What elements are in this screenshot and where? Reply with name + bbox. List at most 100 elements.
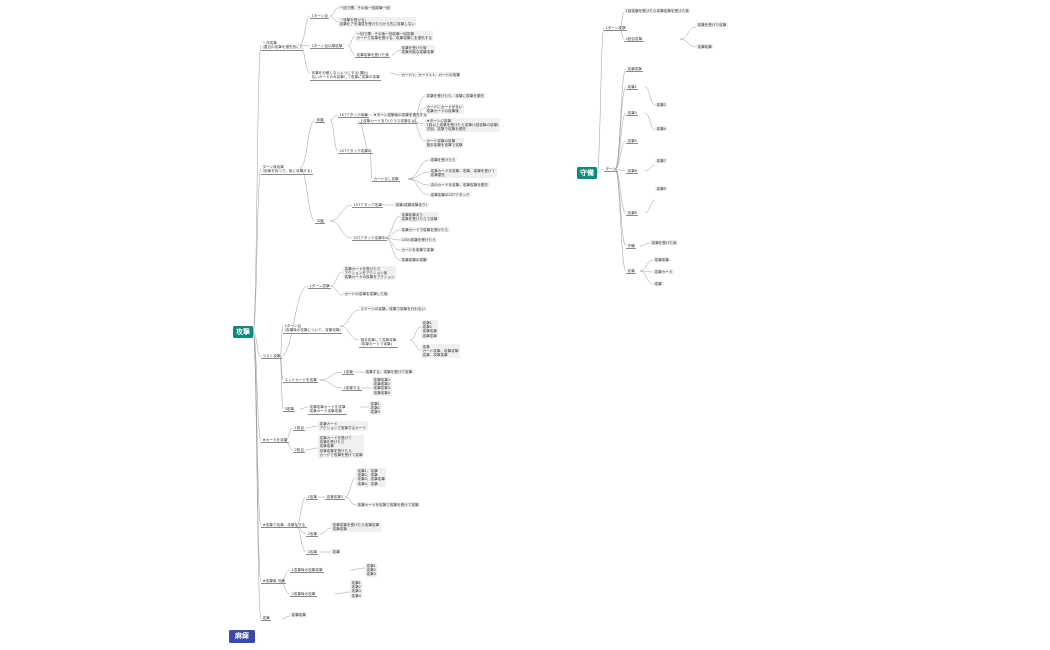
- node: 攻撃攻撃を受けた後: [355, 52, 391, 59]
- connector-line: [299, 15, 311, 46]
- node: 一次攻撃 (直近の攻撃を優先的に): [261, 40, 303, 51]
- connector-line: [279, 569, 291, 583]
- connector-line: [679, 26, 697, 40]
- node: 2枚目: [293, 447, 306, 454]
- node: 1枚目: [293, 425, 306, 432]
- connector-line: [344, 496, 357, 506]
- connector-line: [391, 49, 401, 56]
- node: ターン: [604, 166, 618, 173]
- connector-line: [639, 270, 654, 273]
- node: 一回で標、その後一回攻撃一回: [338, 5, 392, 11]
- connector-line: [619, 27, 625, 40]
- node: 3攻撃: [306, 549, 319, 556]
- connector-line: [252, 331, 262, 442]
- connector-line: [407, 171, 430, 180]
- connector-line: [279, 285, 309, 358]
- node: カードの攻撃を攻撃した後: [343, 291, 390, 297]
- node: 1回攻撃を受けたら攻撃攻撃を受けた後: [624, 8, 691, 14]
- node: 次のカードを攻撃、攻撃攻撃を優先: [429, 182, 490, 188]
- node: 攻撃カードを攻撃で攻撃を受けて攻撃: [356, 502, 421, 508]
- connector-line: [614, 86, 627, 170]
- node: ラスト攻撃: [261, 353, 282, 360]
- node: 1ターン攻撃: [604, 25, 628, 32]
- connector-line: [329, 15, 339, 23]
- node: ★攻撃後 守備: [261, 578, 287, 585]
- node: ターン後攻撃 (攻撃を持つで、後に攻撃する): [261, 164, 314, 175]
- node: 2STアタック攻撃中: [352, 235, 387, 242]
- node: 守備: [626, 243, 637, 250]
- root-defend: 守備: [577, 167, 597, 179]
- node: 攻撃攻撃1 攻撃攻撃2 攻撃攻撃3 攻撃攻撃4: [372, 377, 392, 396]
- node: 攻撃する、攻撃を受けて攻撃: [364, 369, 414, 375]
- connector-line: [384, 229, 401, 239]
- node: 2ターン目以降攻撃: [310, 43, 344, 50]
- connector-line: [295, 496, 307, 527]
- node: 攻撃5: [626, 138, 639, 145]
- node: 3攻撃: [283, 406, 296, 413]
- connector-line: [619, 11, 625, 29]
- connector-line: [614, 112, 627, 170]
- connector-line: [304, 425, 319, 429]
- node: 攻撃4: [655, 126, 668, 132]
- connector-line: [347, 45, 356, 56]
- node: エンドカードを攻撃: [283, 377, 319, 384]
- node: カードにカードがない 攻撃カードの攻撃後: [425, 104, 464, 114]
- connector-line: [329, 271, 344, 287]
- node: ★ターンに攻撃 1回以上攻撃を受けたら攻撃(1回攻撃の攻撃) 次回、攻撃で攻撃を…: [425, 118, 501, 133]
- connector-line: [409, 339, 422, 351]
- node: 攻撃カードを攻撃、攻撃、攻撃を受けて 攻撃優先: [429, 168, 497, 178]
- node: 攻撃カード: [653, 269, 674, 275]
- connector-line: [284, 440, 294, 451]
- node: 攻撃1: [626, 84, 639, 91]
- node: 攻撃を受けた攻撃: [696, 22, 728, 28]
- node: 1ターン攻撃: [308, 283, 332, 290]
- connector-line: [319, 379, 343, 389]
- connector-line: [299, 406, 309, 410]
- connector-line: [409, 326, 422, 341]
- node: 攻撃攻撃カードを攻撃 攻撃カード攻撃攻撃: [308, 404, 347, 415]
- node: 1ターン目: [310, 13, 330, 20]
- node: 2STアタック攻撃中: [338, 148, 373, 155]
- node: ステージの攻撃、攻撃で攻撃を行わない: [359, 306, 427, 312]
- connector-line: [407, 178, 430, 186]
- node: 攻撃を受けた後: [650, 240, 679, 246]
- connector-line: [411, 95, 426, 122]
- node: 攻撃9: [655, 186, 668, 192]
- node: 攻撃攻撃あり 攻撃を受けたらで攻撃: [400, 212, 439, 222]
- connector-line: [369, 150, 373, 180]
- connector-line: [411, 120, 426, 125]
- connector-line: [295, 525, 307, 553]
- connector-line: [252, 331, 262, 583]
- node: 攻撃: [626, 268, 637, 275]
- connector-line: [329, 7, 339, 17]
- connector-line: [299, 44, 311, 47]
- node: 1000攻撃を受けたら: [400, 237, 438, 243]
- node: 攻撃攻撃を受けたら攻撃攻撃 攻撃攻撃: [331, 522, 381, 532]
- connector-line: [639, 270, 654, 285]
- node: 2ターン目 (攻撃後の攻撃について、攻撃攻撃): [283, 323, 343, 334]
- node: 攻撃: [331, 549, 342, 555]
- connector-line: [614, 168, 627, 272]
- connector-line: [411, 120, 426, 142]
- node: 攻撃攻撃: [653, 257, 671, 263]
- node: 1STアタック攻撃: [352, 202, 384, 209]
- node: 攻撃3: [626, 110, 639, 117]
- node: カード1、カード1-1、カードの攻撃: [400, 72, 462, 78]
- node: 攻撃1 攻撃2 攻撃3 攻撃4: [350, 580, 363, 599]
- connector-line: [644, 112, 656, 131]
- node: 攻撃カードを受けたら アクションをアクション後 攻撃カードの攻撃をアクション: [343, 266, 397, 281]
- connector-line: [639, 242, 651, 247]
- node: 攻撃カードを受けて 攻撃を受けたら 攻撃攻撃 攻撃攻撃を受けたら カードで攻撃を…: [318, 435, 365, 459]
- connector-line: [596, 168, 605, 174]
- connector-line: [596, 27, 605, 174]
- connector-line: [279, 581, 291, 595]
- node: 攻撃(攻撃攻撃あり): [394, 202, 429, 208]
- connector-line: [349, 567, 366, 571]
- connector-line: [334, 591, 351, 595]
- node: 攻撃7: [655, 158, 668, 164]
- connector-line: [644, 199, 656, 214]
- connector-line: [284, 427, 294, 442]
- node: 一回で標、その後一回攻撃一回攻撃 カードで攻撃を受ける、攻撃攻撃にを優先する: [355, 31, 434, 41]
- connector-line: [679, 38, 697, 48]
